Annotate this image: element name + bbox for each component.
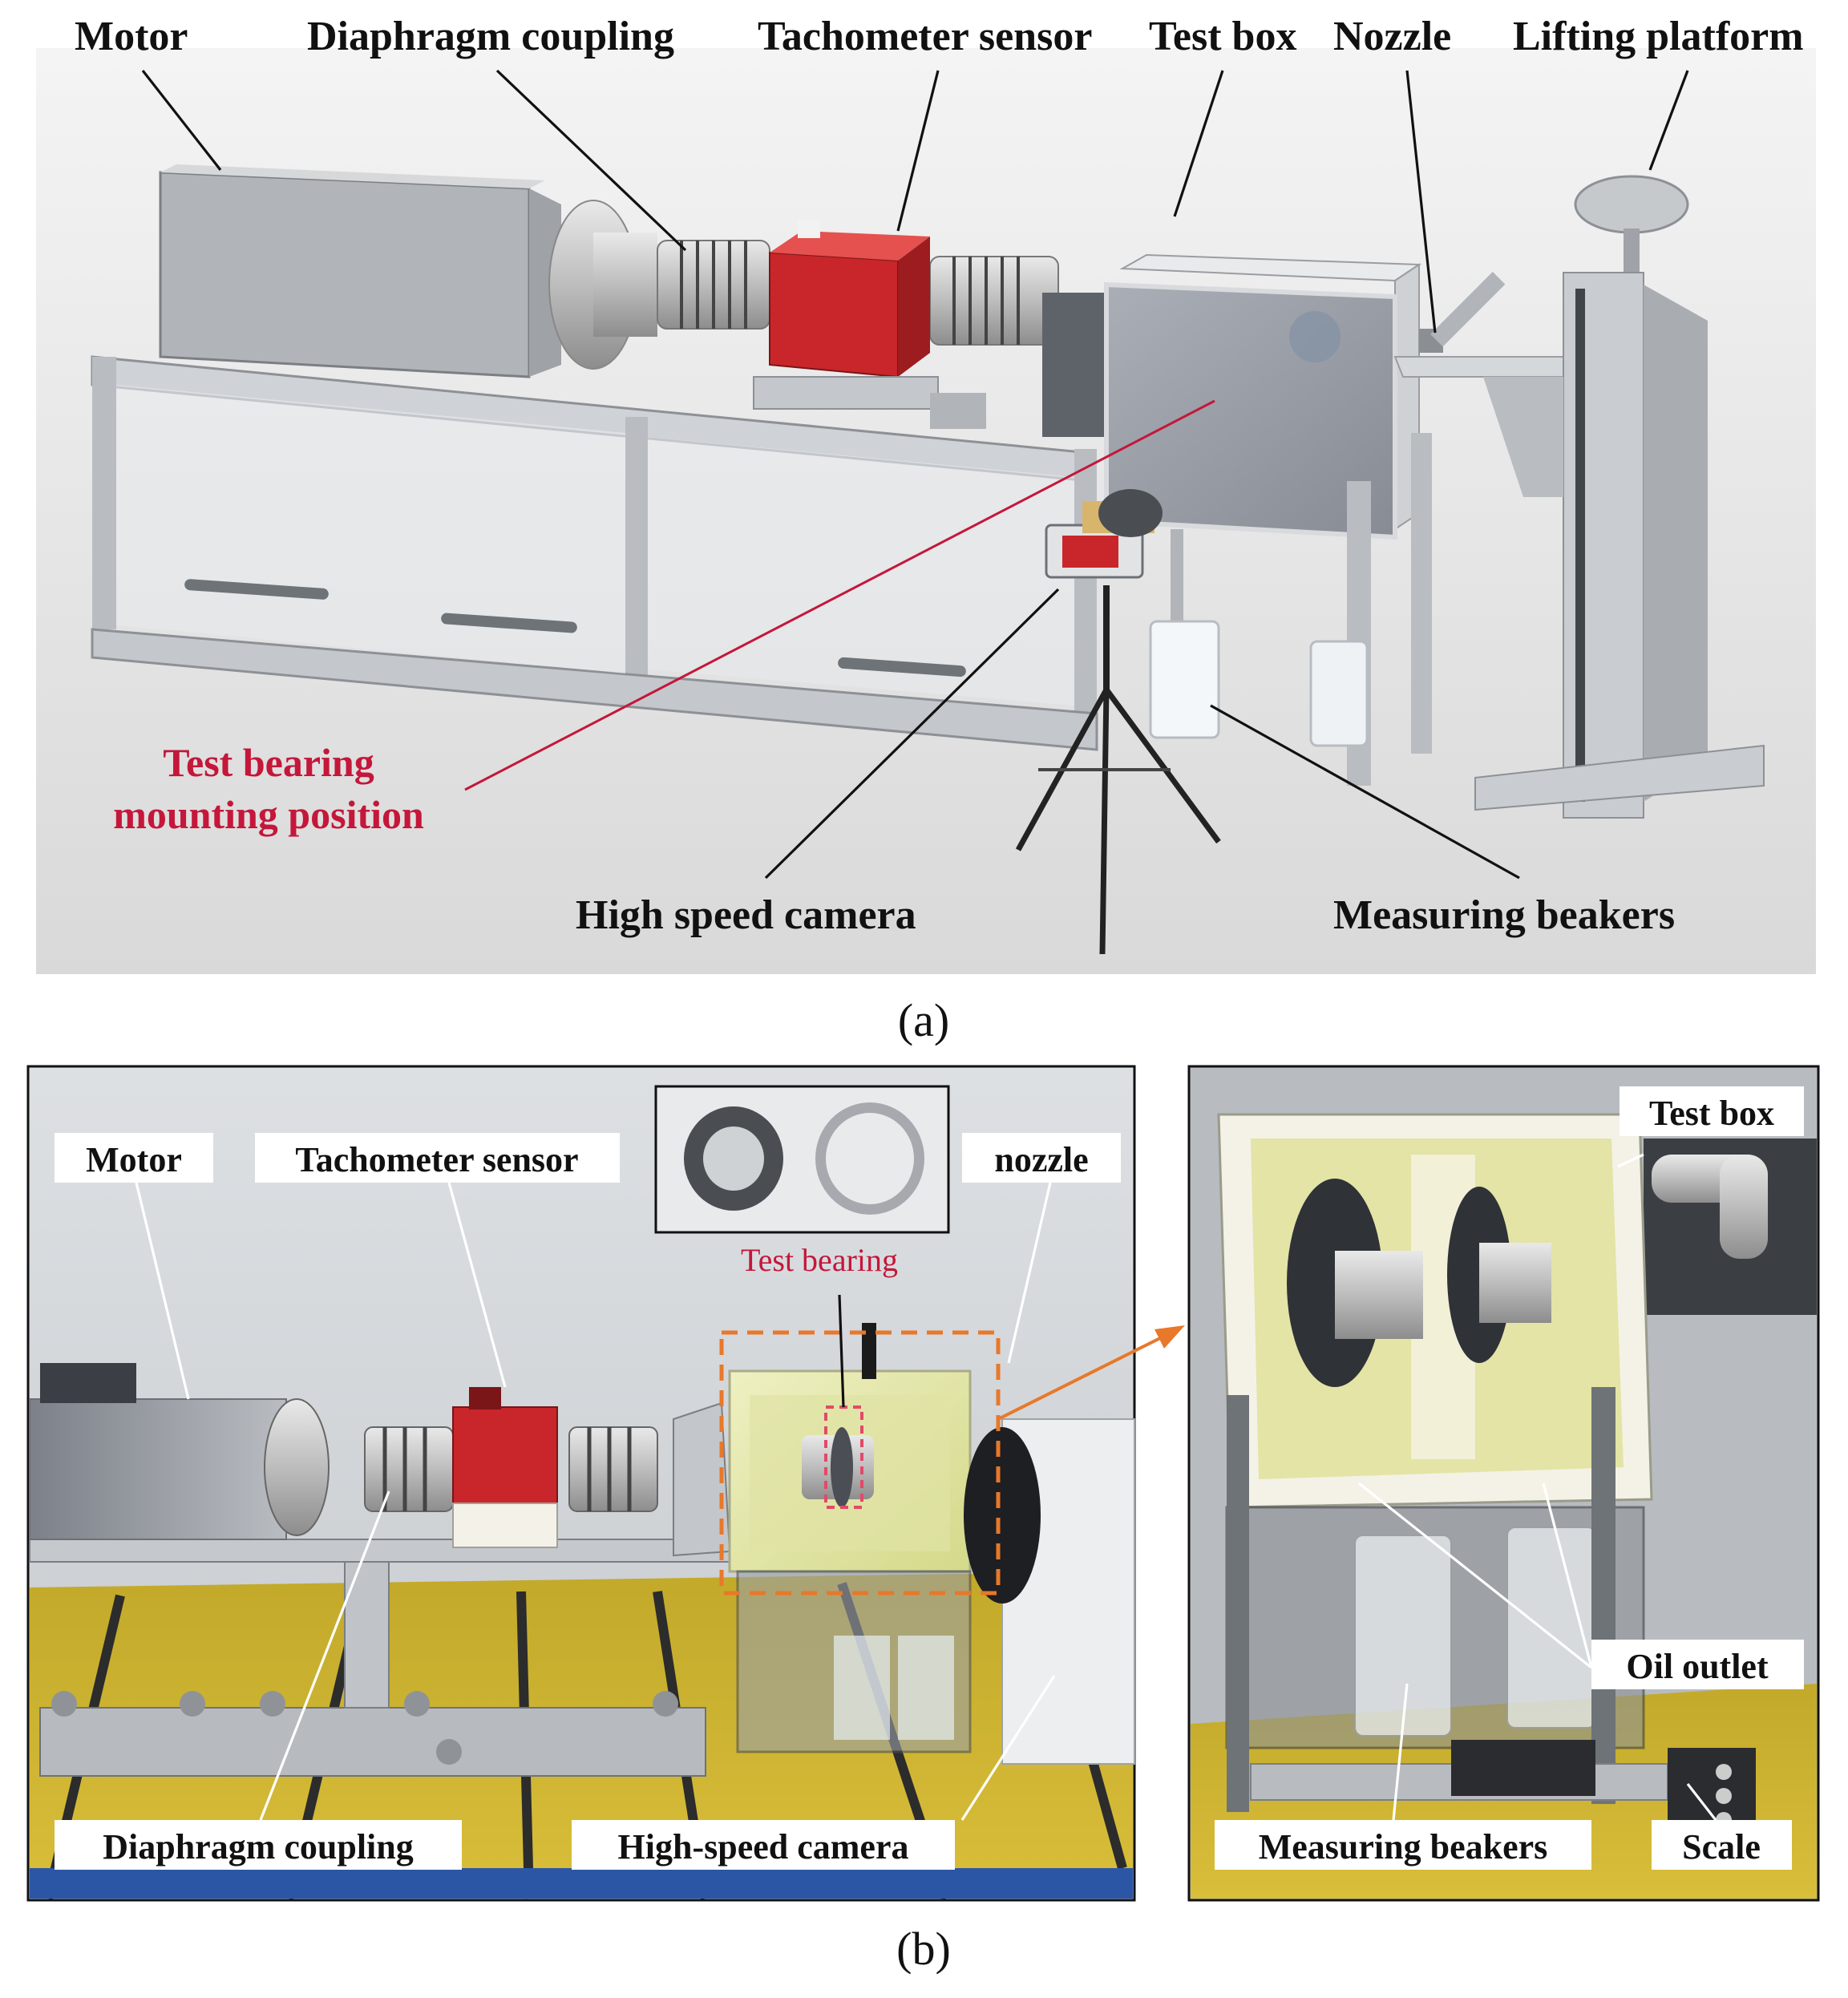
label-a-diaphragm-coupling: Diaphragm coupling — [307, 14, 674, 59]
caption-b: (b) — [896, 1923, 951, 1975]
panel-b-left-photo — [26, 1065, 1136, 1902]
label-b-measuring-beakers: Measuring beakers — [1259, 1827, 1548, 1867]
label-a-test-bearing-line1: Test bearing — [163, 740, 374, 785]
label-b-test-box: Test box — [1649, 1094, 1774, 1133]
tag-b-diaphragm-box — [55, 1820, 462, 1870]
tachometer-sensor-render — [753, 220, 986, 429]
label-a-test-box: Test box — [1149, 14, 1296, 59]
label-a-measuring-beakers: Measuring beakers — [1333, 892, 1675, 938]
label-b-high-speed-camera: High-speed camera — [618, 1827, 909, 1867]
panel-b-leader-lines — [135, 1153, 1717, 1821]
label-a-lifting-platform: Lifting platform — [1513, 14, 1804, 59]
label-a-tachometer-sensor: Tachometer sensor — [758, 14, 1092, 59]
panel-a-leader-lines — [141, 69, 1689, 880]
label-a-motor: Motor — [75, 14, 188, 59]
caption-a: (a) — [898, 994, 949, 1046]
label-b-scale: Scale — [1682, 1827, 1761, 1867]
test-bearing-highlight-dashed — [824, 1405, 863, 1509]
label-b-motor: Motor — [86, 1140, 182, 1179]
label-b-test-bearing: Test bearing — [741, 1242, 898, 1278]
panel-b-right-photo — [1187, 1065, 1820, 1902]
panel-b-tags: Motor Tachometer sensor nozzle Test bear… — [55, 1086, 1804, 1870]
test-box-render — [1104, 253, 1432, 786]
tag-b-beakers-box — [1215, 1820, 1591, 1870]
label-b-diaphragm-coupling: Diaphragm coupling — [103, 1827, 414, 1867]
label-b-oil-outlet: Oil outlet — [1626, 1647, 1769, 1686]
motor-render — [159, 164, 657, 378]
tag-b-scale-box — [1652, 1820, 1792, 1870]
tag-b-motor-box — [55, 1133, 213, 1183]
tag-b-test-box-box — [1620, 1086, 1804, 1136]
tag-b-tachometer-box — [255, 1133, 620, 1183]
beakers-render — [1149, 620, 1369, 747]
tag-b-nozzle-box — [962, 1133, 1121, 1183]
label-a-test-bearing-line2: mounting position — [113, 792, 424, 837]
coupling-left-render — [657, 240, 770, 330]
tag-b-oil-outlet-box — [1591, 1640, 1804, 1689]
lifting-platform-render — [1474, 175, 1765, 819]
bench-frame — [91, 355, 1098, 751]
coupling-right-render — [929, 256, 1059, 346]
zoom-arrow — [997, 1325, 1185, 1421]
nozzle-render — [1393, 272, 1573, 378]
panel-a-render — [36, 48, 1816, 974]
label-b-nozzle: nozzle — [994, 1140, 1088, 1179]
panel-a-labels: Motor Diaphragm coupling Tachometer sens… — [75, 14, 1804, 938]
high-speed-camera-render — [1015, 489, 1221, 955]
tag-b-camera-box — [572, 1820, 955, 1870]
bearing-housing-render — [1042, 293, 1106, 437]
label-a-high-speed-camera: High speed camera — [576, 892, 916, 938]
test-box-highlight-dashed — [719, 1330, 1001, 1596]
label-a-nozzle: Nozzle — [1333, 14, 1451, 59]
label-b-tachometer-sensor: Tachometer sensor — [295, 1140, 578, 1179]
